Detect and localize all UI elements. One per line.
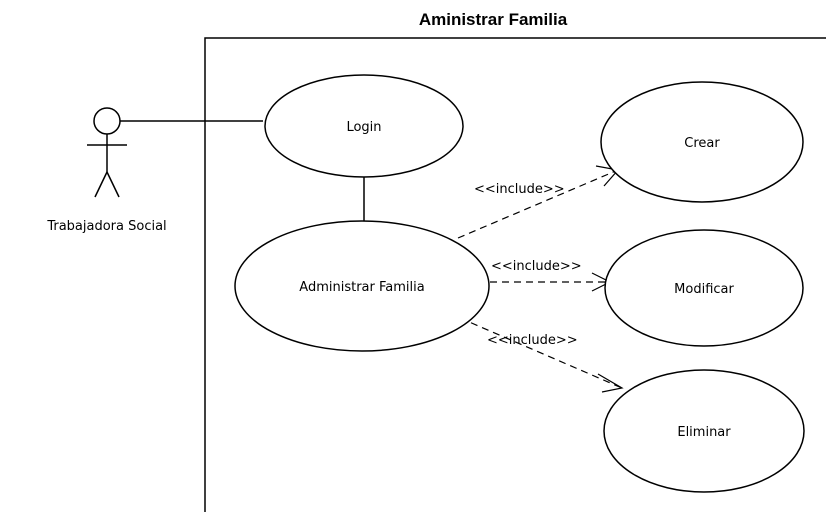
svg-text:Login: Login <box>346 120 381 135</box>
svg-text:Crear: Crear <box>684 136 720 151</box>
include-label-eliminar: <<include>> <box>487 333 578 348</box>
use-case-administrar-familia: Administrar Familia <box>234 220 490 352</box>
include-label-modificar: <<include>> <box>491 259 582 274</box>
svg-text:Administrar Familia: Administrar Familia <box>299 280 424 295</box>
use-case-crear: Crear <box>600 81 804 203</box>
use-case-login: Login <box>264 74 464 178</box>
svg-text:Modificar: Modificar <box>674 282 734 297</box>
use-case-eliminar: Eliminar <box>603 369 805 493</box>
svg-text:Eliminar: Eliminar <box>677 425 731 440</box>
include-arrow-eliminar <box>459 317 623 389</box>
include-arrow-crear <box>457 169 619 239</box>
system-title: Aministrar Familia <box>419 10 568 29</box>
system-boundary <box>204 37 826 512</box>
actor-label: Trabajadora Social <box>46 219 166 234</box>
use-case-modificar: Modificar <box>604 229 804 347</box>
include-label-crear: <<include>> <box>474 182 565 197</box>
